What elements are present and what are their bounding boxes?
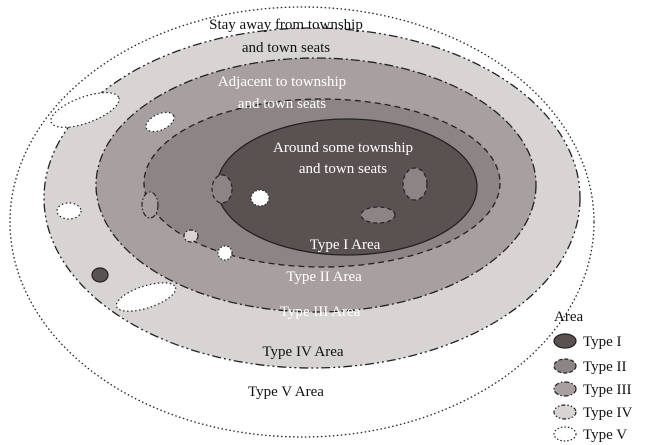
legend-swatch-type-i [553, 333, 577, 349]
legend-swatch-type-v [553, 426, 577, 442]
patch-type-v [250, 189, 270, 207]
legend-swatch-type-iii [553, 381, 577, 397]
type-i-description-line-1: Around some township [273, 140, 413, 156]
type-iii-area-label: Type III Area [280, 304, 361, 320]
patch-type-ii [360, 206, 396, 224]
legend-title: Area [554, 309, 583, 325]
patch-type-ii [211, 174, 233, 204]
legend-label-type-i: Type I [583, 334, 622, 350]
type-iii-description-line-2: and town seats [238, 96, 326, 112]
patch-type-v [115, 282, 177, 312]
legend-swatch-type-iv [553, 404, 577, 420]
legend-label-type-iv: Type IV [583, 405, 633, 421]
type-iv-area-label: Type IV Area [262, 344, 343, 360]
type-iii-description-line-1: Adjacent to township [218, 74, 346, 90]
legend-swatch-type-ii [553, 358, 577, 374]
patch-type-iv [183, 229, 199, 243]
patch-type-ii [402, 167, 428, 201]
legend-label-type-ii: Type II [583, 359, 627, 375]
type-v-area-label: Type V Area [248, 384, 324, 400]
patch-type-v [50, 92, 120, 128]
patch-type-iii [141, 191, 159, 219]
type-i-area-label: Type I Area [310, 237, 381, 253]
type-ii-area-label: Type II Area [286, 269, 362, 285]
patch-type-v [217, 245, 233, 261]
type-i-description-line-2: and town seats [299, 161, 387, 177]
patch-type-v [56, 202, 82, 220]
legend-label-type-v: Type V [583, 427, 627, 443]
type-v-description-line-1: Stay away from township [209, 17, 363, 33]
patch-type-i [91, 267, 109, 283]
legend-label-type-iii: Type III [583, 382, 632, 398]
type-v-description-line-2: and town seats [242, 40, 330, 56]
patch-type-v [145, 111, 175, 133]
legend: Area Type I Type II Type III Type IV Typ… [553, 309, 633, 443]
